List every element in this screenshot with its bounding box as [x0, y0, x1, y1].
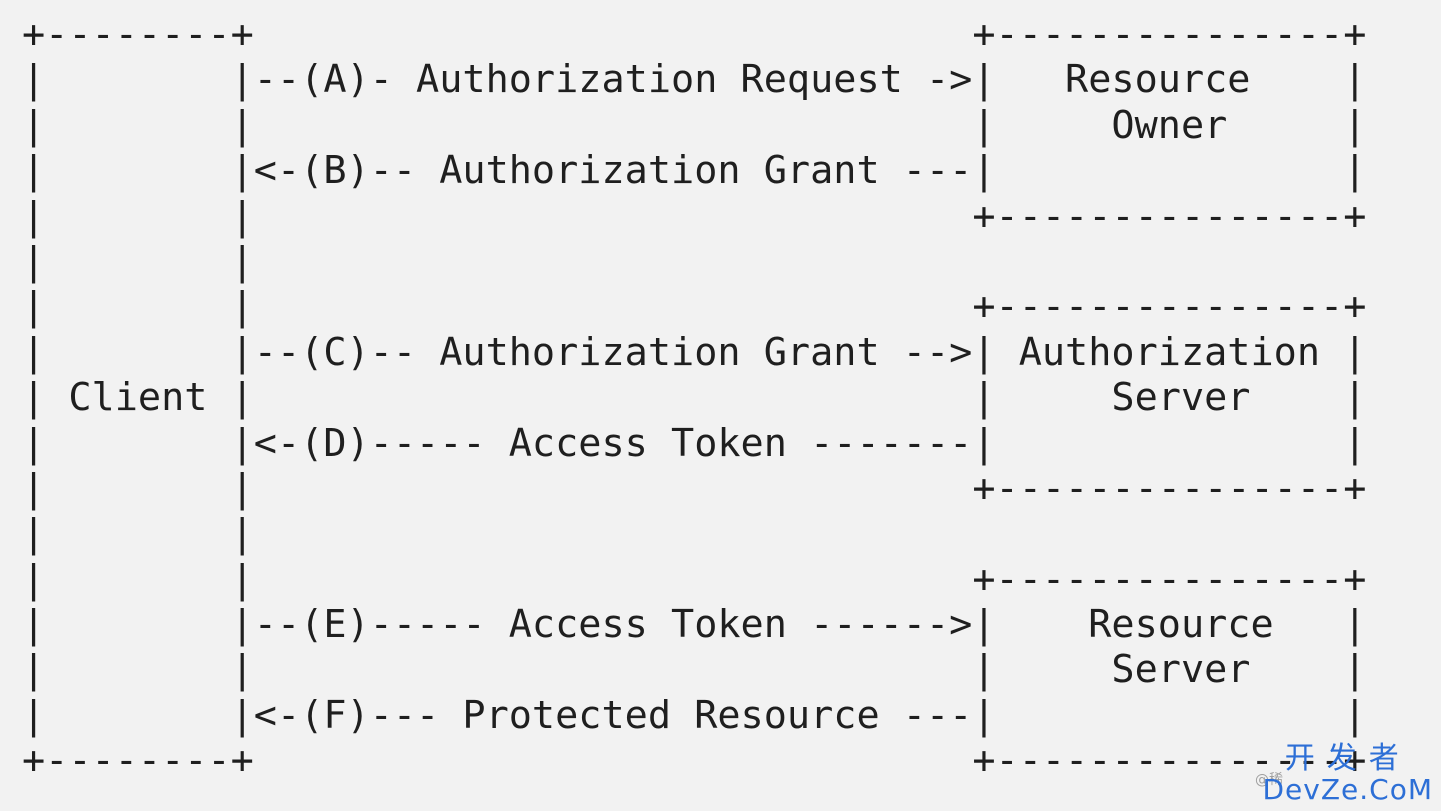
diagram-line: +--------+ +---------------+ [22, 12, 1367, 57]
diagram-line: | | [22, 511, 254, 557]
diagram-line: | | +---------------+ [22, 465, 1367, 511]
diagram-line: | | +---------------+ [22, 193, 1367, 239]
diagram-line: | | | Server | [22, 647, 1367, 693]
watermark-handle: @稀 [1255, 772, 1283, 788]
watermark-cn: 开发者 [1284, 741, 1411, 776]
diagram-line: | | +---------------+ [22, 556, 1367, 602]
diagram-line: | |<-(B)-- Authorization Grant ---| | [22, 148, 1367, 194]
diagram-line: | | | Owner | [22, 102, 1367, 148]
diagram-line: | |--(A)- Authorization Request ->| Reso… [22, 57, 1367, 103]
ascii-diagram: +--------+ +---------------+| |--(A)- Au… [22, 12, 1366, 784]
diagram-line: | |--(E)----- Access Token ------>| Reso… [22, 602, 1367, 648]
diagram-line: +--------+ +---------------+ [22, 738, 1367, 784]
diagram-line: | Client | | Server | [22, 375, 1367, 421]
diagram-line: | |<-(D)----- Access Token -------| | [22, 420, 1367, 466]
watermark-logo: 开发者 DevZe.CoM [1262, 743, 1433, 805]
diagram-line: | |--(C)-- Authorization Grant -->| Auth… [22, 329, 1367, 375]
diagram-line: | | +---------------+ [22, 284, 1367, 330]
diagram-line: | | [22, 238, 254, 284]
diagram-line: | |<-(F)--- Protected Resource ---| | [22, 692, 1367, 738]
watermark-en: DevZe.CoM [1262, 773, 1433, 806]
